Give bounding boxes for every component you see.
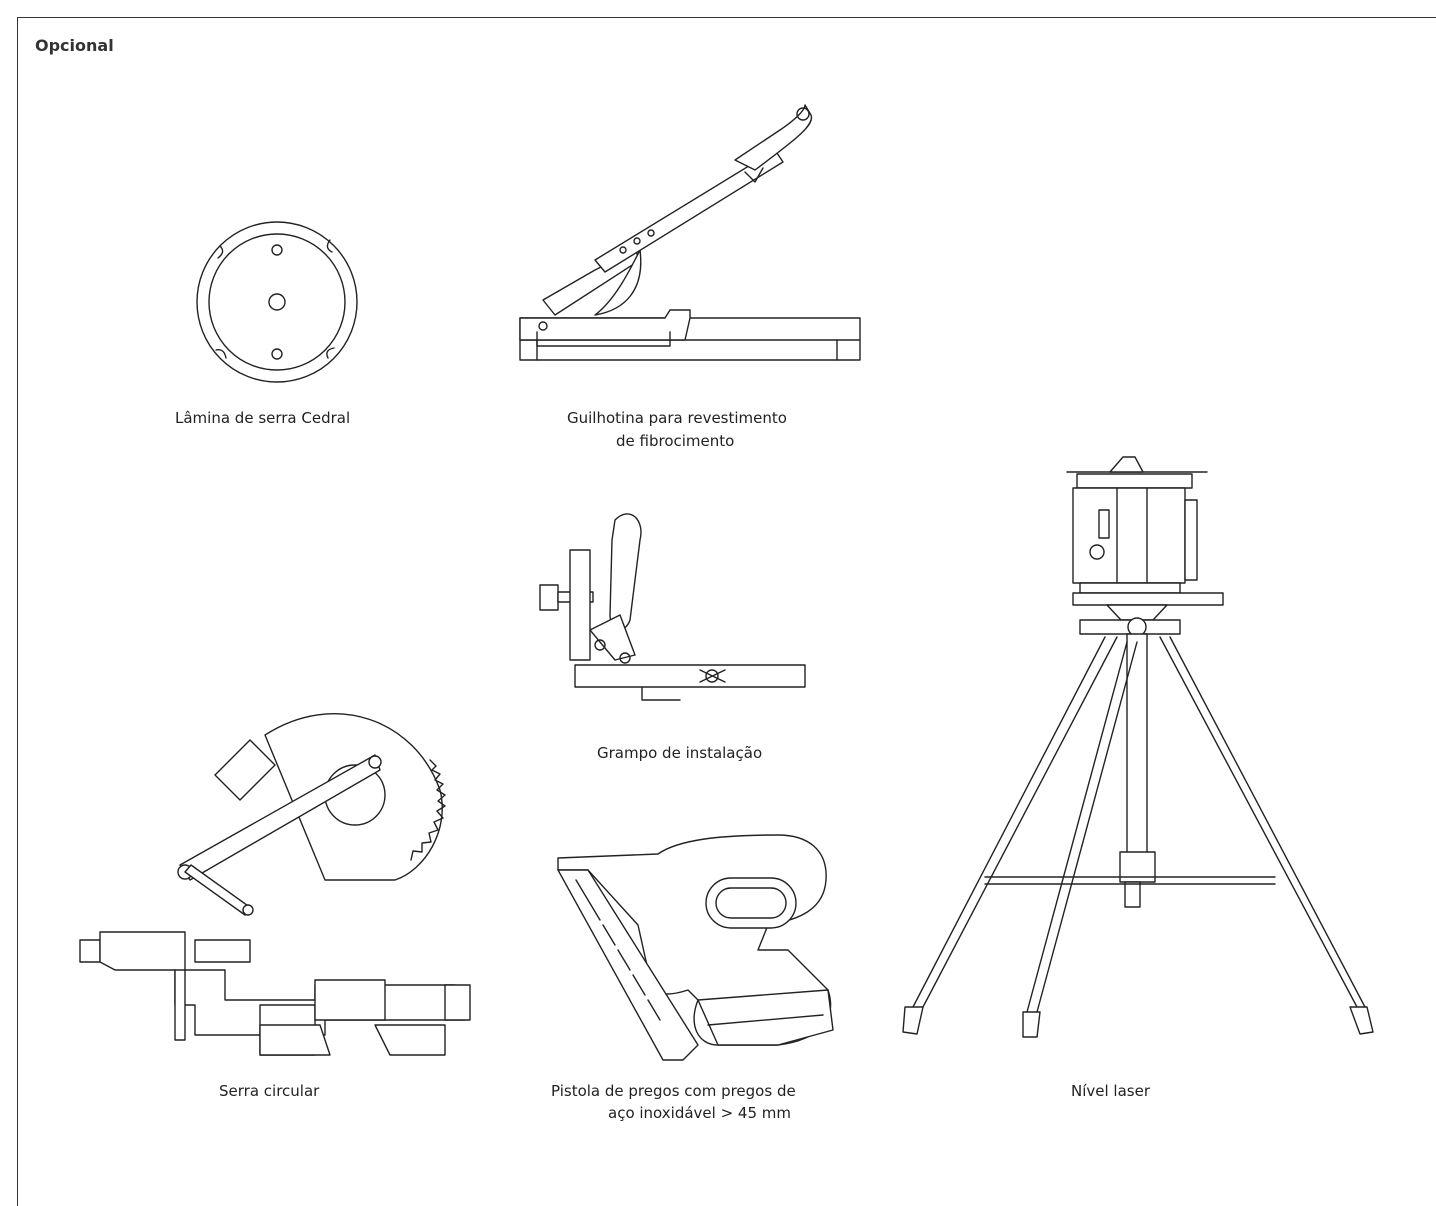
nail-gun-caption-line1: Pistola de pregos com pregos de bbox=[551, 1082, 796, 1100]
guillotine-caption-line1: Guilhotina para revestimento bbox=[567, 409, 787, 427]
installation-clamp-icon bbox=[520, 510, 810, 710]
page-frame bbox=[17, 17, 1436, 1206]
guillotine-cutter-icon bbox=[515, 104, 865, 390]
nail-gun-caption-line2: aço inoxidável > 45 mm bbox=[608, 1104, 791, 1122]
clamp-caption: Grampo de instalação bbox=[597, 744, 763, 762]
section-title: Opcional bbox=[35, 36, 114, 55]
circular-saw-caption: Serra circular bbox=[219, 1082, 320, 1100]
saw-blade-caption: Lâmina de serra Cedral bbox=[175, 409, 351, 427]
saw-blade-icon bbox=[180, 210, 380, 390]
laser-level-tripod-icon bbox=[895, 452, 1375, 1042]
nail-gun-icon bbox=[548, 830, 838, 1065]
miter-saw-icon bbox=[75, 700, 475, 1060]
laser-level-caption: Nível laser bbox=[1071, 1082, 1150, 1100]
guillotine-caption-line2: de fibrocimento bbox=[616, 432, 735, 450]
